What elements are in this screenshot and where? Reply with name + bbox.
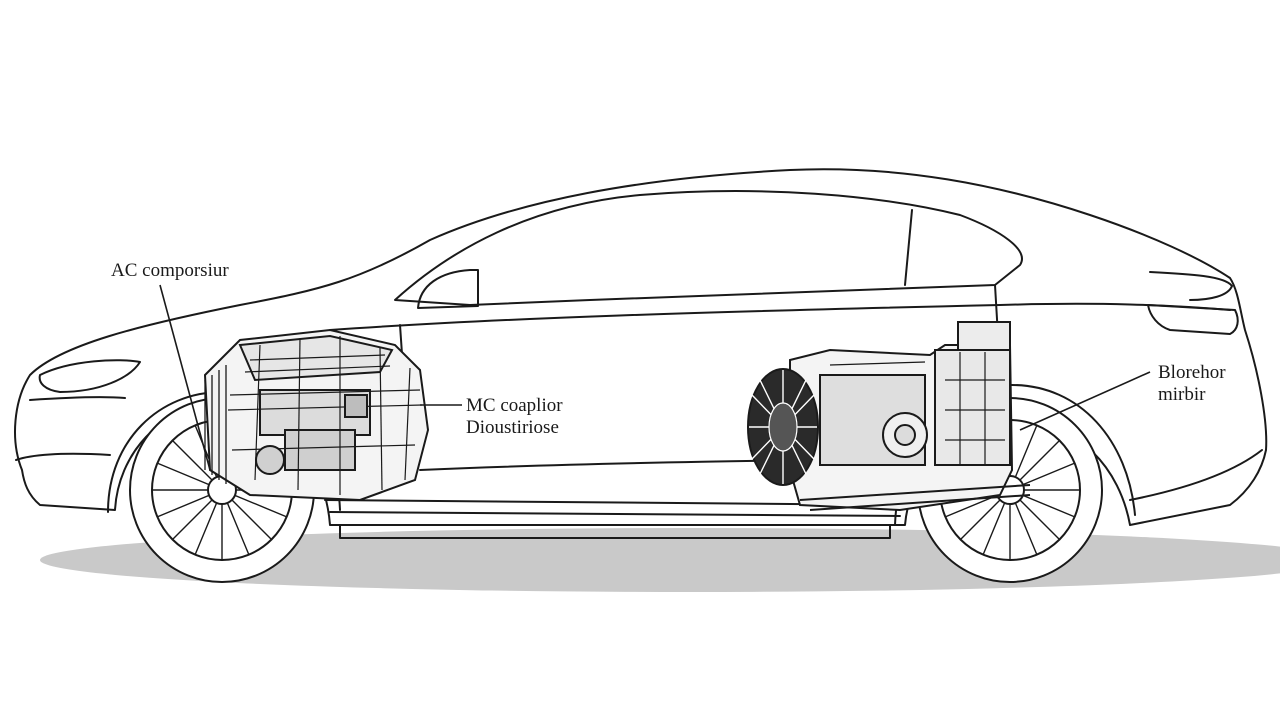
mc-coupler-label: MC coaplior Dioustiriose <box>466 395 563 439</box>
front-bumper <box>15 396 126 461</box>
b-pillar <box>904 209 913 286</box>
rear-bumper <box>1129 449 1263 501</box>
blower-fan-icon <box>747 368 819 486</box>
rear-spoiler <box>1149 271 1233 301</box>
leader-ac-compressor <box>159 284 211 471</box>
taillight <box>1147 304 1239 335</box>
belt-line <box>329 302 1231 331</box>
window-frame <box>394 190 1023 306</box>
front-engine-assembly <box>203 328 430 502</box>
ac-compressor-label-text: AC comporsiur <box>111 260 229 281</box>
headlight <box>38 359 141 393</box>
blower-motor-label: Blorehor mirbir <box>1158 362 1226 406</box>
mc-coupler-label-line2: Dioustiriose <box>466 417 559 438</box>
leader-blower-motor <box>1019 371 1151 431</box>
side-mirror <box>417 269 479 309</box>
rear-blower-assembly <box>789 321 1031 512</box>
blower-motor-label-line2: mirbir <box>1158 384 1206 405</box>
blower-motor-label-line1: Blorehor <box>1158 362 1226 383</box>
ac-compressor-label: AC comporsiur <box>111 260 229 282</box>
mc-coupler-label-line1: MC coaplior <box>466 395 563 416</box>
